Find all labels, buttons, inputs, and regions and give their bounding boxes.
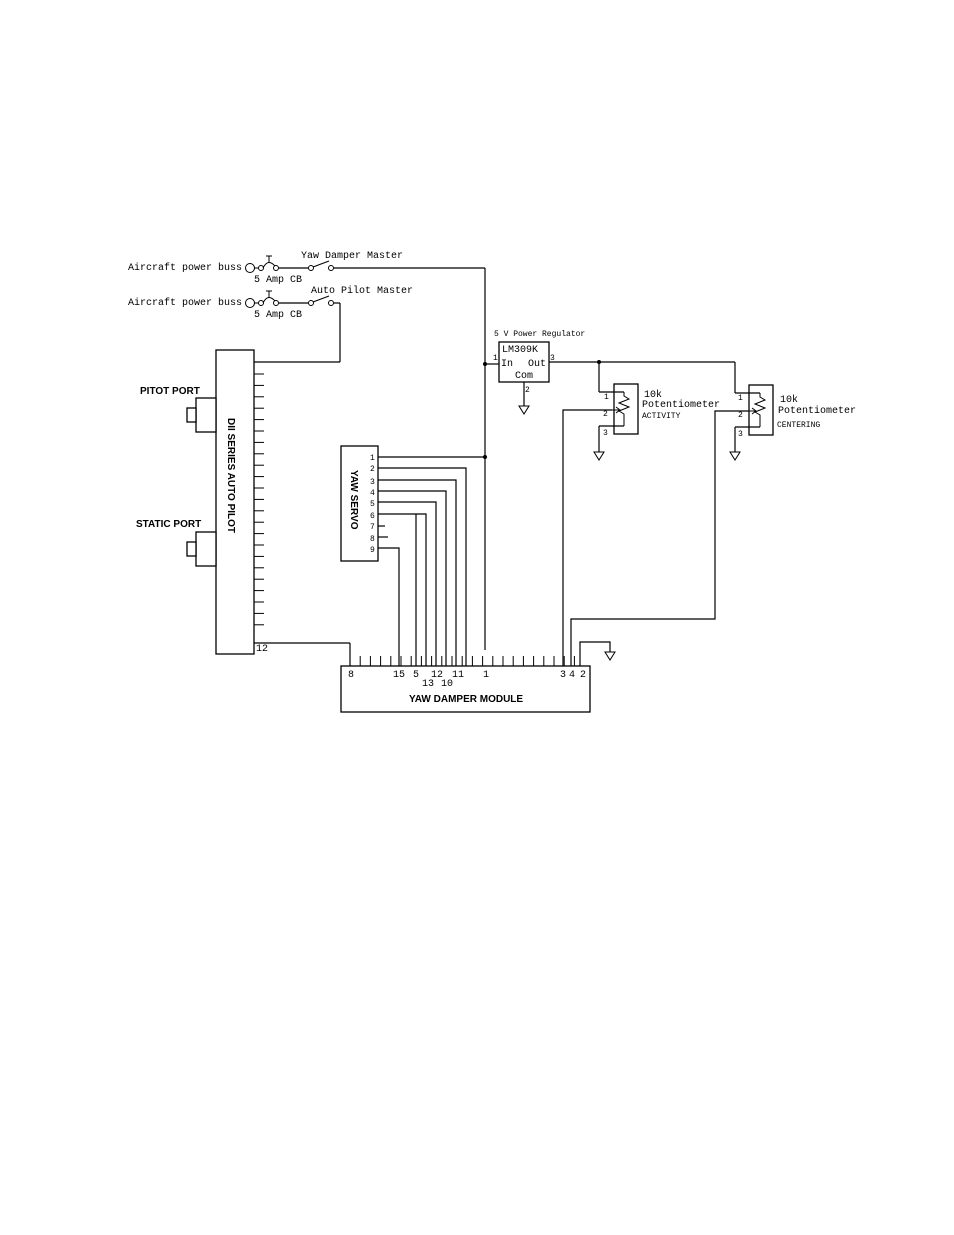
yaw-servo-box: [340, 445, 379, 562]
pitot-port-label: PITOT PORT: [140, 386, 200, 397]
circuit-breaker-label-1: 5 Amp CB: [254, 275, 302, 286]
module-pin-11: 11: [452, 670, 464, 681]
pot-centering-pin-1: 1: [738, 394, 743, 403]
yaw-damper-module: YAW DAMPER MODULE 8 15 5 13 12 10 11 1 3…: [340, 641, 616, 713]
yaw-damper-module-label: YAW DAMPER MODULE: [409, 694, 523, 705]
servo-pin-7: 7: [370, 523, 375, 532]
module-pin-4: 4: [569, 670, 575, 681]
yaw-servo: YAW SERVO 1 2 3 4 5 6 7 8 9: [340, 445, 487, 666]
pitot-port-fitting: [195, 397, 217, 433]
pot-activity-pin-3: 3: [603, 429, 608, 438]
pot-centering-value: 10k: [780, 394, 798, 406]
autopilot-unit: DII SERIES AUTO PILOT 12: [215, 349, 351, 666]
servo-pin-2: 2: [370, 465, 375, 474]
buss-terminal-1: [245, 263, 255, 273]
module-pin-12: 12: [431, 670, 443, 681]
potentiometer-centering: 1 2 3 10k Potentiometer CENTERING: [570, 362, 856, 666]
regulator-com: Com: [515, 371, 533, 382]
pot-activity-pin-2: 2: [603, 410, 608, 419]
static-port-fitting: [195, 531, 217, 567]
module-pin-3: 3: [560, 670, 566, 681]
module-pin-10: 10: [441, 679, 453, 690]
autopilot-pin-ticks: [254, 373, 264, 626]
regulator-pin-out: 3: [550, 354, 555, 363]
autopilot-box: [215, 349, 255, 655]
servo-pin-6: 6: [370, 512, 375, 521]
servo-pin-1: 1: [370, 454, 375, 463]
yaw-servo-label: YAW SERVO: [348, 470, 359, 530]
power-regulator: 5 V Power Regulator LM309K In Out Com 1 …: [493, 330, 735, 415]
servo-pin-4: 4: [370, 489, 375, 498]
regulator-part: LM309K: [502, 345, 538, 356]
pot-centering-pin-2: 2: [738, 411, 743, 420]
auto-pilot-master-label: Auto Pilot Master: [311, 285, 413, 297]
pot-activity-value: 10k: [644, 389, 662, 401]
regulator-pin-in: 1: [493, 354, 498, 363]
pot-activity-resistor: [617, 392, 631, 426]
ground-symbol-regulator: [518, 405, 530, 415]
regulator-out: Out: [528, 359, 546, 370]
buss-terminal-2: [245, 298, 255, 308]
regulator-in: In: [501, 359, 513, 370]
servo-pin-8: 8: [370, 535, 375, 544]
autopilot-pin-12-label: 12: [256, 644, 268, 655]
ground-symbol-module: [604, 651, 616, 661]
pot-activity-name: Potentiometer: [642, 399, 720, 411]
module-pin-1: 1: [483, 670, 489, 681]
static-port: STATIC PORT: [136, 519, 217, 567]
power-input-auto-pilot: Aircraft power buss 5 Amp CB Auto Pilot …: [128, 285, 413, 363]
servo-pin-9: 9: [370, 546, 375, 555]
aircraft-power-buss-label-1: Aircraft power buss: [128, 262, 242, 274]
pot-centering-pin-3: 3: [738, 430, 743, 439]
pitot-port: PITOT PORT: [140, 386, 217, 433]
yaw-damper-master-label: Yaw Damper Master: [301, 251, 403, 262]
power-input-yaw-damper: Aircraft power buss 5 Amp CB Yaw Damper …: [128, 251, 499, 650]
ground-symbol-activity: [593, 451, 605, 461]
ground-symbol-centering: [729, 451, 741, 461]
aircraft-power-buss-label-2: Aircraft power buss: [128, 297, 242, 309]
module-pin-13: 13: [422, 679, 434, 690]
regulator-title: 5 V Power Regulator: [494, 330, 585, 339]
servo-pin-5: 5: [370, 500, 375, 509]
servo-pin-3: 3: [370, 478, 375, 487]
autopilot-label: DII SERIES AUTO PILOT: [225, 418, 236, 533]
circuit-breaker-label-2: 5 Amp CB: [254, 310, 302, 321]
module-pin-15: 15: [393, 670, 405, 681]
pot-activity-pin-1: 1: [604, 393, 609, 402]
module-pin-ticks: [349, 656, 575, 666]
pot-centering-function: CENTERING: [777, 421, 820, 430]
module-pin-5: 5: [413, 670, 419, 681]
pot-centering-name: Potentiometer: [778, 405, 856, 417]
module-pin-2: 2: [580, 670, 586, 681]
yaw-damper-module-box: [340, 665, 591, 713]
pot-centering-resistor: [753, 393, 767, 427]
module-pin-8: 8: [348, 670, 354, 681]
pot-activity-function: ACTIVITY: [642, 412, 681, 421]
static-port-label: STATIC PORT: [136, 519, 201, 530]
potentiometer-activity: 1 2 3 10k Potentiometer ACTIVITY: [562, 362, 720, 666]
regulator-pin-com: 2: [525, 386, 530, 395]
